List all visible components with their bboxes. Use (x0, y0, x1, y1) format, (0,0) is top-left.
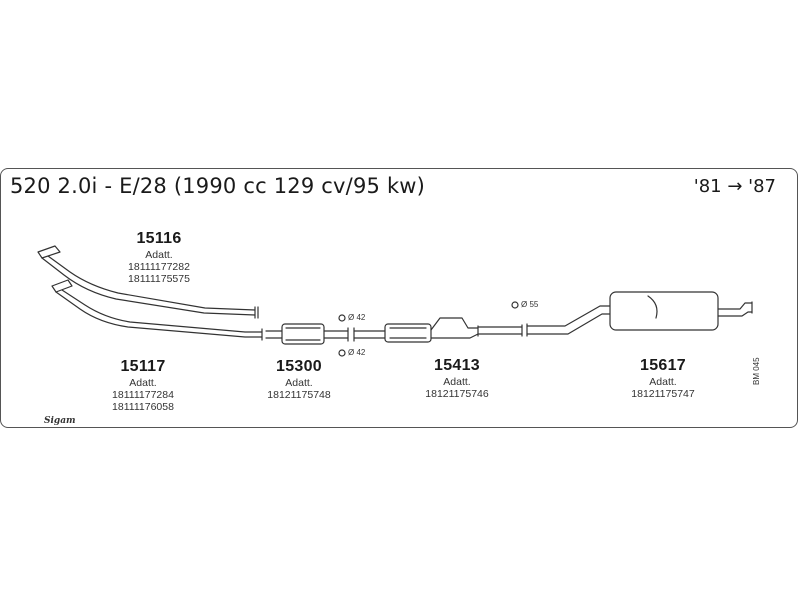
part-code: 15116 (136, 230, 182, 247)
diameter-marker-55 (511, 301, 519, 309)
part-label: Adatt. (145, 249, 173, 261)
front-pipe-15116 (37, 245, 259, 319)
part-code: 15413 (434, 357, 480, 374)
diameter-marker-42-bottom (338, 349, 346, 357)
part-15117: 15117 Adatt. 18111177284 18111176058 (88, 357, 198, 413)
diameter-label-42-top: Ø 42 (348, 313, 366, 322)
part-15413: 15413 Adatt. 18121175746 (402, 356, 512, 400)
part-ref: 18121175748 (267, 389, 331, 401)
part-code: 15117 (120, 358, 166, 375)
diameter-label-42-bottom: Ø 42 (348, 348, 366, 357)
part-15116: 15116 Adatt. 18111177282 18111175575 (104, 229, 214, 285)
vehicle-title: 520 2.0i - E/28 (1990 cc 129 cv/95 kw) (10, 174, 426, 198)
front-pipe-15117 (51, 279, 263, 341)
part-label: Adatt. (649, 376, 677, 388)
part-label: Adatt. (129, 377, 157, 389)
part-label: Adatt. (443, 376, 471, 388)
part-ref: 18111177284 (112, 389, 174, 401)
part-label: Adatt. (285, 377, 313, 389)
diameter-label-55: Ø 55 (521, 300, 539, 309)
part-ref: 18111177282 (128, 261, 190, 273)
brand-logo: Sigam (44, 416, 76, 426)
part-15300: 15300 Adatt. 18121175748 (244, 357, 354, 401)
year-range: '81 → '87 (693, 176, 776, 197)
part-ref: 18121175746 (425, 388, 489, 400)
part-ref: 18111175575 (128, 273, 190, 285)
part-code: 15617 (640, 357, 686, 374)
part-ref: 18111176058 (112, 401, 174, 413)
diameter-marker-42-top (338, 314, 346, 322)
center-pipe-15300 (265, 323, 349, 345)
rear-pipe-15617 (526, 291, 753, 337)
catalog-code: BM 045 (752, 357, 761, 385)
middle-pipe-15413 (353, 317, 523, 343)
part-ref: 18121175747 (631, 388, 695, 400)
part-code: 15300 (276, 358, 322, 375)
part-15617: 15617 Adatt. 18121175747 (608, 356, 718, 400)
